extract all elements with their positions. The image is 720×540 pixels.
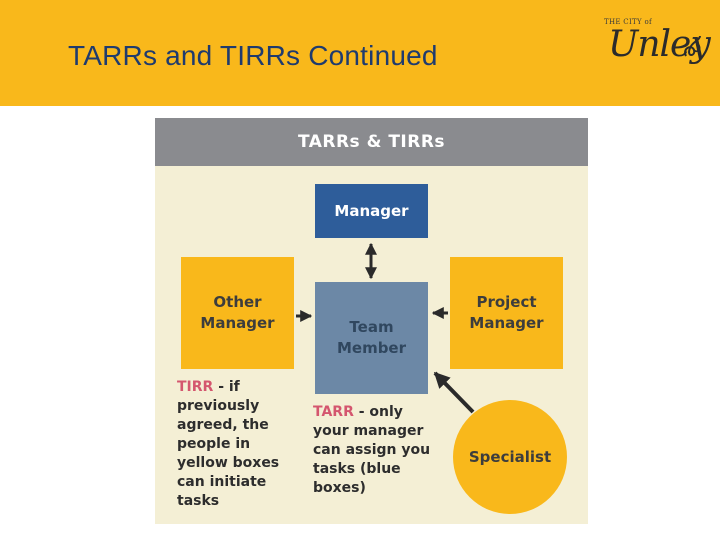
tarr-tirr-diagram: TARRs & TIRRs Manager Team Member Other … xyxy=(155,118,588,524)
other-manager-box: Other Manager xyxy=(181,257,294,369)
manager-box: Manager xyxy=(315,184,428,238)
city-logo: THE CITY of Unley xyxy=(598,14,711,88)
logo-small-text: THE CITY of xyxy=(604,18,652,26)
diagram-arrows xyxy=(296,242,475,414)
diagram-header xyxy=(155,118,588,166)
tarr-text: - only your manager can assign you tasks… xyxy=(313,404,431,496)
tarr-tag: TARR xyxy=(313,404,354,420)
tirr-note: TIRR - if previously agreed, the people … xyxy=(177,378,307,511)
specialist-arrow xyxy=(433,371,475,414)
tarr-note: TARR - only your manager can assign you … xyxy=(313,403,448,498)
title-banner xyxy=(0,0,720,106)
diagram-title: TARRs & TIRRs xyxy=(297,132,446,152)
tirr-tag: TIRR xyxy=(177,379,214,395)
logo-flourish-icon xyxy=(684,35,701,57)
slide-title: TARRs and TIRRs Continued xyxy=(68,40,438,71)
specialist-circle: Specialist xyxy=(453,400,567,514)
tirr-text: - if previously agreed, the people in ye… xyxy=(177,379,280,509)
team-member-box: Team Member xyxy=(315,282,428,394)
project-manager-box: Project Manager xyxy=(450,257,563,369)
